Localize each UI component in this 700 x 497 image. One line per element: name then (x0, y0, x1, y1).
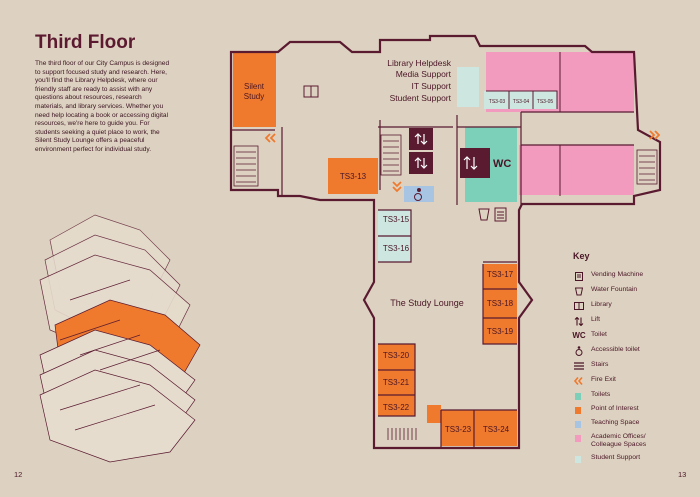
stairs-icon (573, 361, 585, 371)
room-study-lounge: The Study Lounge (390, 298, 464, 308)
key-item-accessible-toilet: Accessible toilet (573, 346, 681, 356)
room-ts3-15: TS3-15 (383, 215, 410, 224)
map-key: Key Vending Machine Water Fountain Libra… (572, 251, 646, 463)
point-of-interest-swatch (575, 407, 581, 414)
toilets-swatch (575, 393, 581, 400)
teaching-space-swatch (575, 421, 581, 428)
helpdesk-label-1: Library Helpdesk (387, 58, 452, 68)
key-title: Key (573, 251, 590, 261)
vending-machine-icon (573, 271, 585, 281)
room-ts3-16: TS3-16 (383, 244, 410, 253)
key-item-academic-offices: Academic Offices/ Colleague Spaces (573, 433, 661, 449)
key-item-lift: Lift (573, 316, 681, 326)
key-item-fire-exit: Fire Exit (573, 376, 681, 386)
room-ts3-18: TS3-18 (487, 299, 514, 308)
room-ts3-20: TS3-20 (383, 351, 410, 360)
key-item-student-support: Student Support (573, 454, 681, 464)
stairs-icon (233, 134, 658, 440)
accessible-toilet-icon (414, 188, 422, 201)
room-ts3-03: TS3-03 (489, 99, 506, 105)
building-stack-illustration (39, 214, 201, 463)
room-ts3-13: TS3-13 (340, 172, 367, 181)
fire-exit-icon (264, 130, 661, 418)
room-ts3-24: TS3-24 (483, 425, 510, 434)
key-item-point-of-interest: Point of Interest (573, 405, 681, 415)
toilet-wc-label: WC (493, 158, 511, 170)
vending-machine-icon (494, 207, 507, 222)
intro-text: The third floor of our City Campus is de… (35, 60, 170, 153)
page-title: Third Floor (35, 32, 136, 53)
page-number-left: 12 (14, 470, 23, 479)
helpdesk-label-4: Student Support (390, 93, 452, 103)
academic-offices-swatch (575, 435, 581, 442)
walls (229, 34, 662, 450)
room-ts3-23: TS3-23 (445, 425, 472, 434)
room-ts3-05: TS3-05 (537, 99, 554, 105)
water-fountain-icon (478, 208, 490, 221)
accessible-toilet-icon (573, 346, 585, 356)
key-item-stairs: Stairs (573, 361, 681, 371)
lift-icon (414, 133, 478, 170)
key-item-vending: Vending Machine (573, 271, 681, 281)
key-item-teaching-space: Teaching Space (573, 419, 681, 429)
room-fills (233, 52, 634, 446)
room-ts3-21: TS3-21 (383, 378, 410, 387)
student-support-swatch (575, 456, 581, 463)
key-item-water-fountain: Water Fountain (573, 286, 681, 296)
water-fountain-icon (573, 286, 585, 296)
lift-icon (573, 316, 585, 326)
room-ts3-22: TS3-22 (383, 403, 410, 412)
room-ts3-19: TS3-19 (487, 327, 514, 336)
toilet-icon: WC (572, 331, 586, 340)
room-silent-study-line2: Study (244, 92, 264, 101)
key-item-toilets: Toilets (573, 391, 681, 401)
key-item-library: Library (573, 301, 681, 311)
library-icon (303, 85, 319, 98)
room-ts3-17: TS3-17 (487, 270, 514, 279)
helpdesk-label-2: Media Support (396, 69, 452, 79)
library-icon (573, 301, 585, 311)
key-item-toilet: WC Toilet (572, 331, 607, 340)
room-ts3-04: TS3-04 (513, 99, 530, 105)
helpdesk-label-3: IT Support (411, 81, 451, 91)
fire-exit-icon (573, 376, 585, 386)
room-silent-study-line1: Silent (244, 82, 265, 91)
page-number-right: 13 (678, 470, 687, 479)
